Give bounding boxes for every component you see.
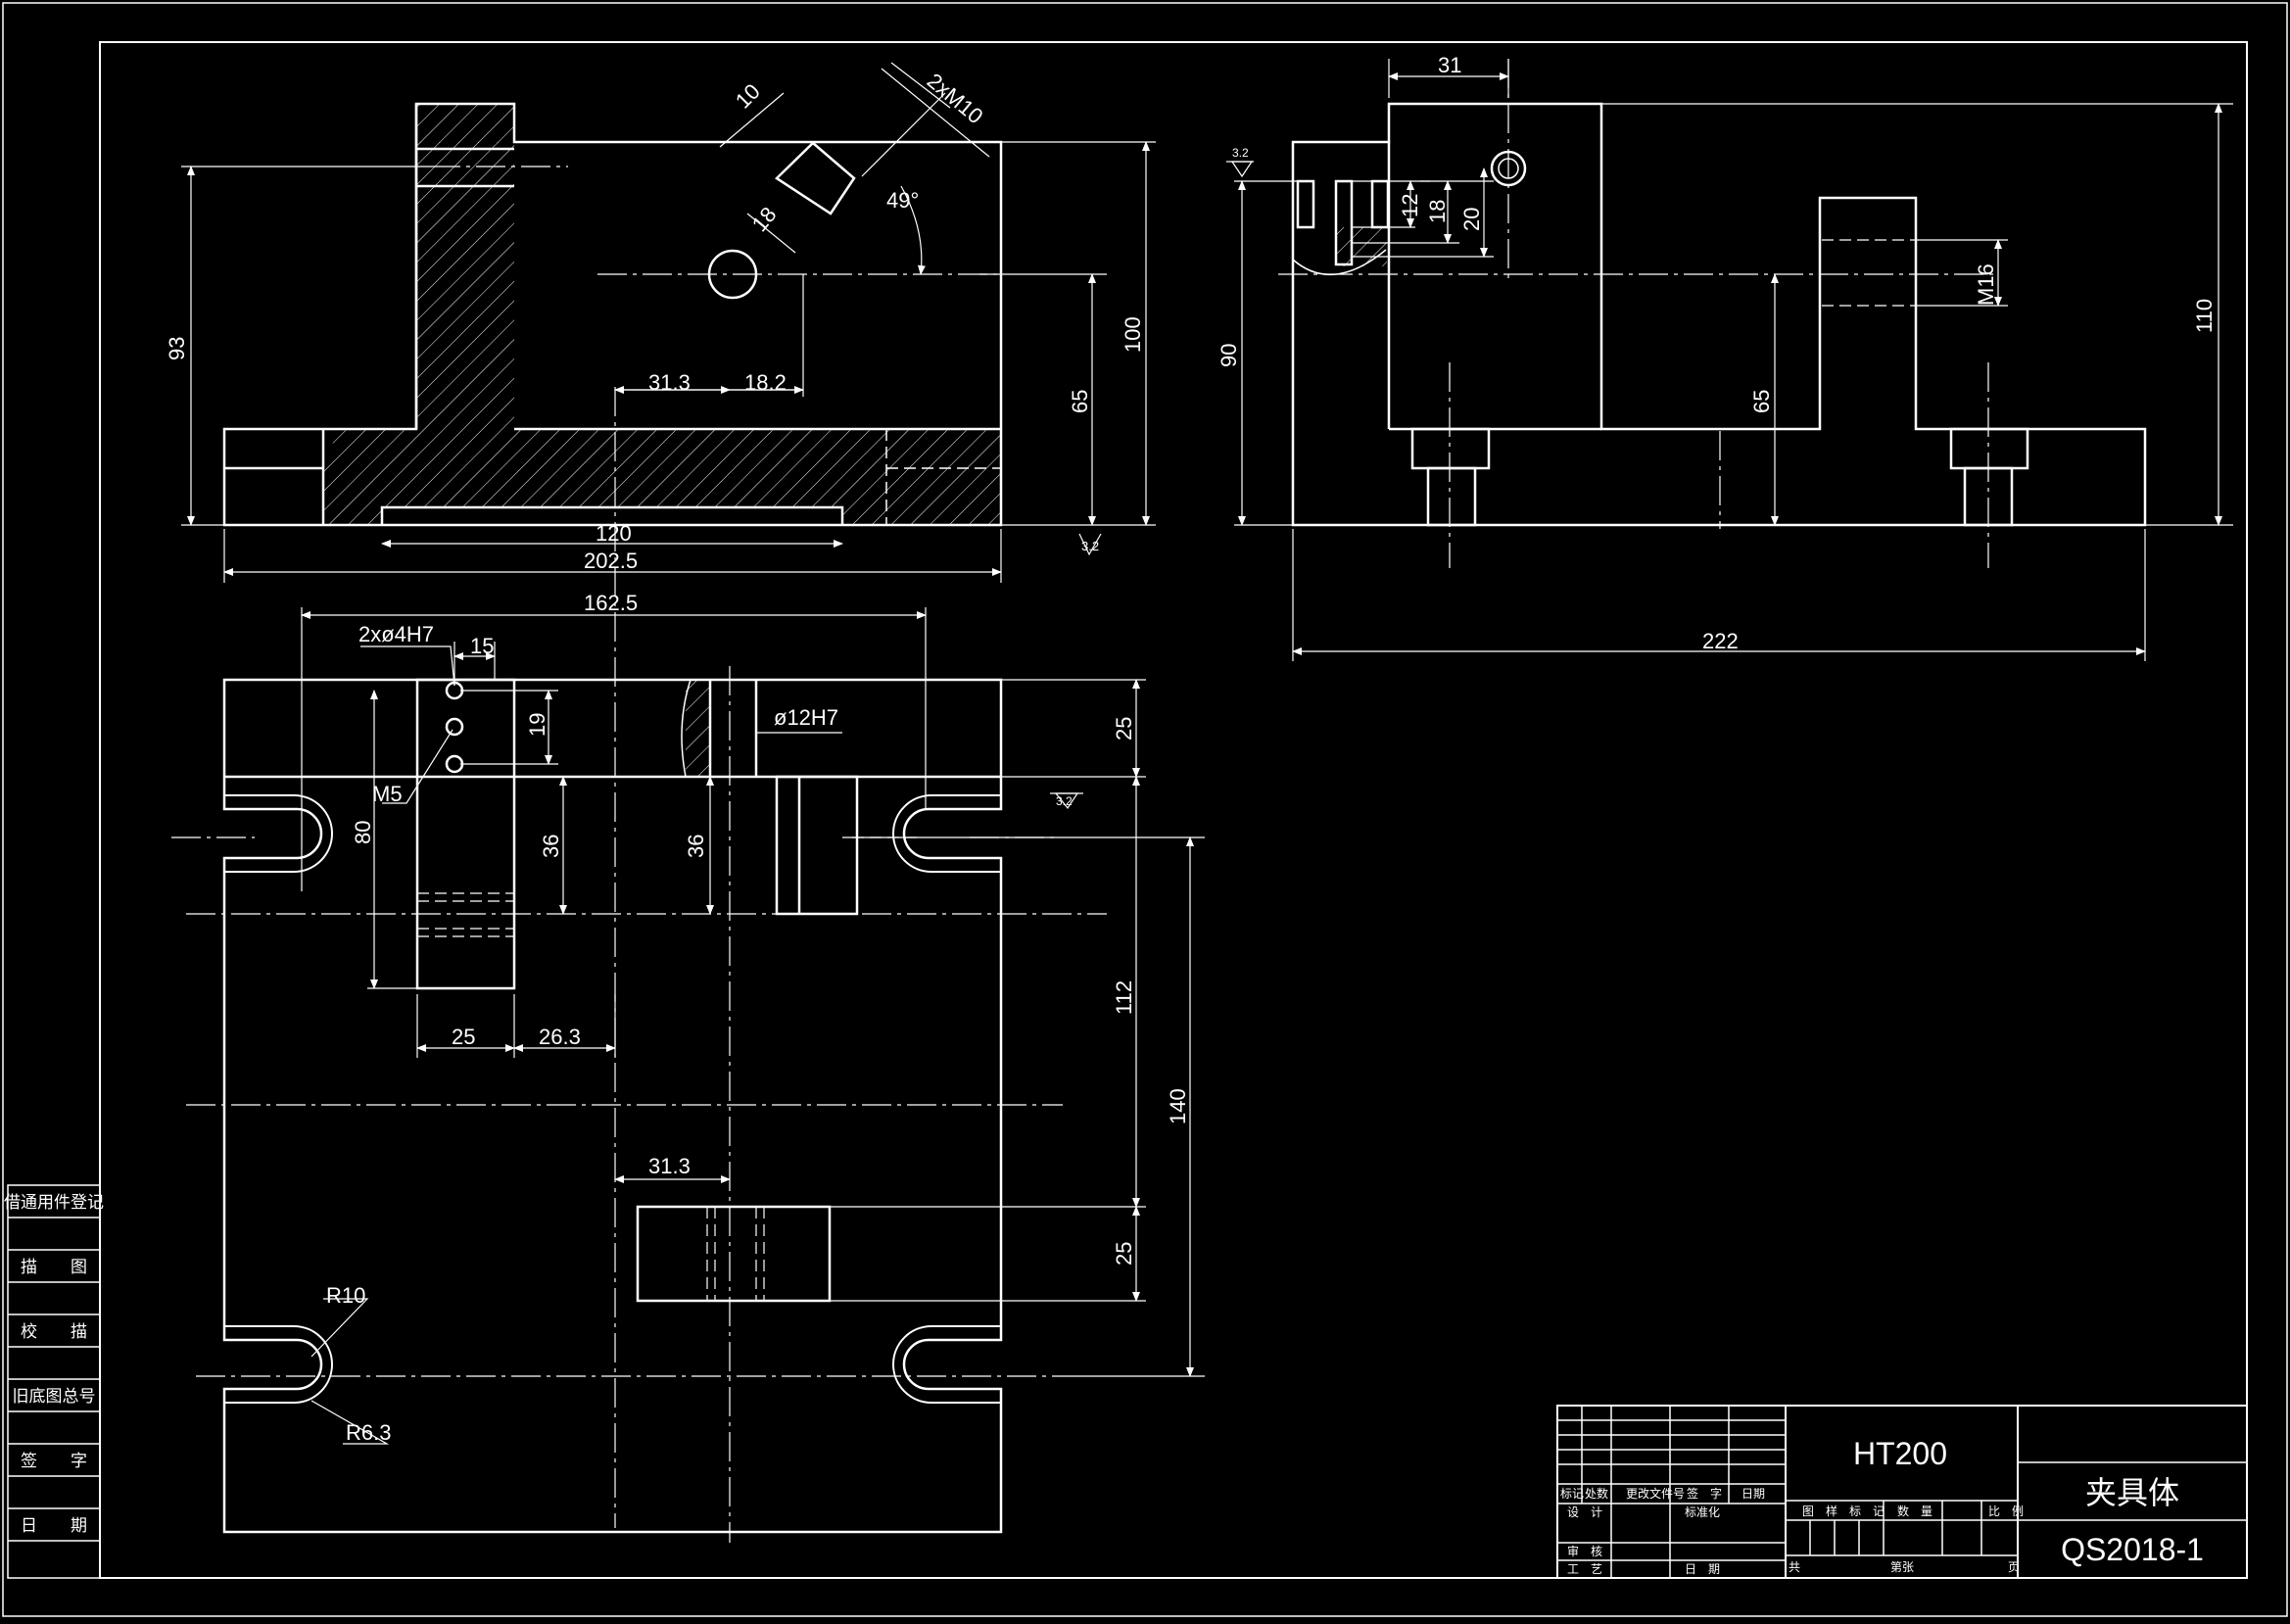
dim-top-26-3: 26.3 (539, 1025, 581, 1049)
row-design: 设 计 (1567, 1505, 1602, 1519)
dim-side-31: 31 (1438, 53, 1461, 77)
row-review: 审 核 (1567, 1544, 1602, 1558)
dim-top-25-top: 25 (1112, 717, 1136, 740)
dim-front-202-5: 202.5 (584, 549, 638, 573)
sheet-number: 第张 (1890, 1560, 1914, 1574)
rough-front: 3.2 (1081, 539, 1099, 553)
top-outline (222, 678, 1003, 1534)
strip-label-6: 日 期 (21, 1516, 87, 1535)
strip-label-1: 借通用件登记 (4, 1193, 104, 1212)
row-standard: 标准化 (1685, 1505, 1720, 1519)
stage-header-2: 数 量 (1897, 1504, 1932, 1518)
row-date: 日 期 (1685, 1562, 1720, 1576)
dim-top-31-3: 31.3 (648, 1154, 691, 1178)
dim-top-15: 15 (470, 634, 494, 658)
dim-front-10: 10 (731, 79, 765, 114)
dim-side-18: 18 (1425, 200, 1450, 223)
side-outline (1291, 102, 2147, 527)
dim-front-93: 93 (165, 337, 189, 360)
side-view: 31 12 18 20 M16 90 65 110 222 3.2 (1217, 53, 2233, 661)
dim-side-90: 90 (1217, 344, 1241, 367)
dim-front-65: 65 (1068, 390, 1092, 413)
rev-header-5: 日期 (1741, 1487, 1765, 1501)
stage-header-1: 图 样 标 记 (1802, 1504, 1884, 1518)
dim-top-r10: R10 (326, 1283, 365, 1308)
dim-top-112: 112 (1112, 980, 1136, 1015)
dim-front-100: 100 (1121, 316, 1145, 353)
left-strip (7, 1184, 101, 1579)
dim-top-36a: 36 (539, 835, 563, 858)
dim-front-2xm10: 2xM10 (923, 69, 988, 129)
dim-top-80: 80 (351, 821, 375, 844)
strip-label-5: 签 字 (21, 1452, 87, 1470)
angled-thread-boss (775, 141, 856, 215)
dim-side-20: 20 (1459, 208, 1484, 231)
dim-front-49: 49° (886, 188, 919, 213)
inner-frame (99, 41, 2248, 1579)
dim-top-2x4h7: 2xø4H7 (358, 622, 434, 646)
dim-side-110: 110 (2192, 299, 2217, 333)
sheet-unit: 页 (2008, 1560, 2020, 1574)
rough-top: 3.2 (1056, 794, 1073, 808)
rev-header-2: 处数 (1585, 1486, 1608, 1501)
strip-label-2: 描 图 (21, 1258, 87, 1276)
dim-top-25-right: 25 (1112, 1242, 1136, 1266)
dim-side-m16: M16 (1974, 263, 1998, 306)
dim-top-25-bottom: 25 (452, 1025, 475, 1049)
dim-side-222: 222 (1702, 629, 1739, 653)
dim-front-31-3: 31.3 (648, 370, 691, 395)
dim-top-162-5: 162.5 (584, 591, 638, 615)
dim-top-36b: 36 (684, 835, 708, 858)
title-block: HT200 夹具体 QS2018-1 标记 处数 更改文件号 签 字 日期 设 … (1556, 1405, 2248, 1579)
sheet-total: 共 (1789, 1560, 1800, 1574)
dim-top-19: 19 (525, 713, 549, 737)
drawing-number: QS2018-1 (2061, 1532, 2204, 1567)
dim-top-m5: M5 (372, 782, 403, 806)
stage-header-3: 比 例 (1988, 1505, 2024, 1518)
material-label: HT200 (1853, 1436, 1947, 1471)
dim-top-r6-3: R6.3 (346, 1420, 391, 1445)
dim-top-12h7: ø12H7 (774, 705, 838, 730)
top-view: 162.5 2xø4H7 15 19 ø12H7 M5 80 36 36 25 … (171, 591, 1205, 1543)
dim-front-18: 18 (747, 202, 782, 236)
dim-top-140: 140 (1166, 1088, 1190, 1124)
part-name: 夹具体 (2085, 1475, 2179, 1510)
front-view: 10 2xM10 49° 18 93 100 65 31.3 18.2 120 … (165, 62, 1156, 1528)
rev-header-4: 签 字 (1687, 1486, 1722, 1501)
row-process: 工 艺 (1567, 1562, 1602, 1576)
dim-side-12: 12 (1398, 194, 1422, 217)
rough-side: 3.2 (1232, 146, 1249, 160)
rev-header-1: 标记 (1560, 1487, 1584, 1501)
rev-header-3: 更改文件号 (1626, 1486, 1685, 1501)
strip-label-4: 旧底图总号 (13, 1387, 96, 1406)
roughness-symbol-front (1078, 533, 1102, 556)
dim-front-18-2: 18.2 (744, 370, 787, 395)
dim-front-120: 120 (596, 521, 632, 546)
dim-side-65: 65 (1749, 390, 1774, 413)
strip-label-3: 校 描 (21, 1322, 87, 1341)
